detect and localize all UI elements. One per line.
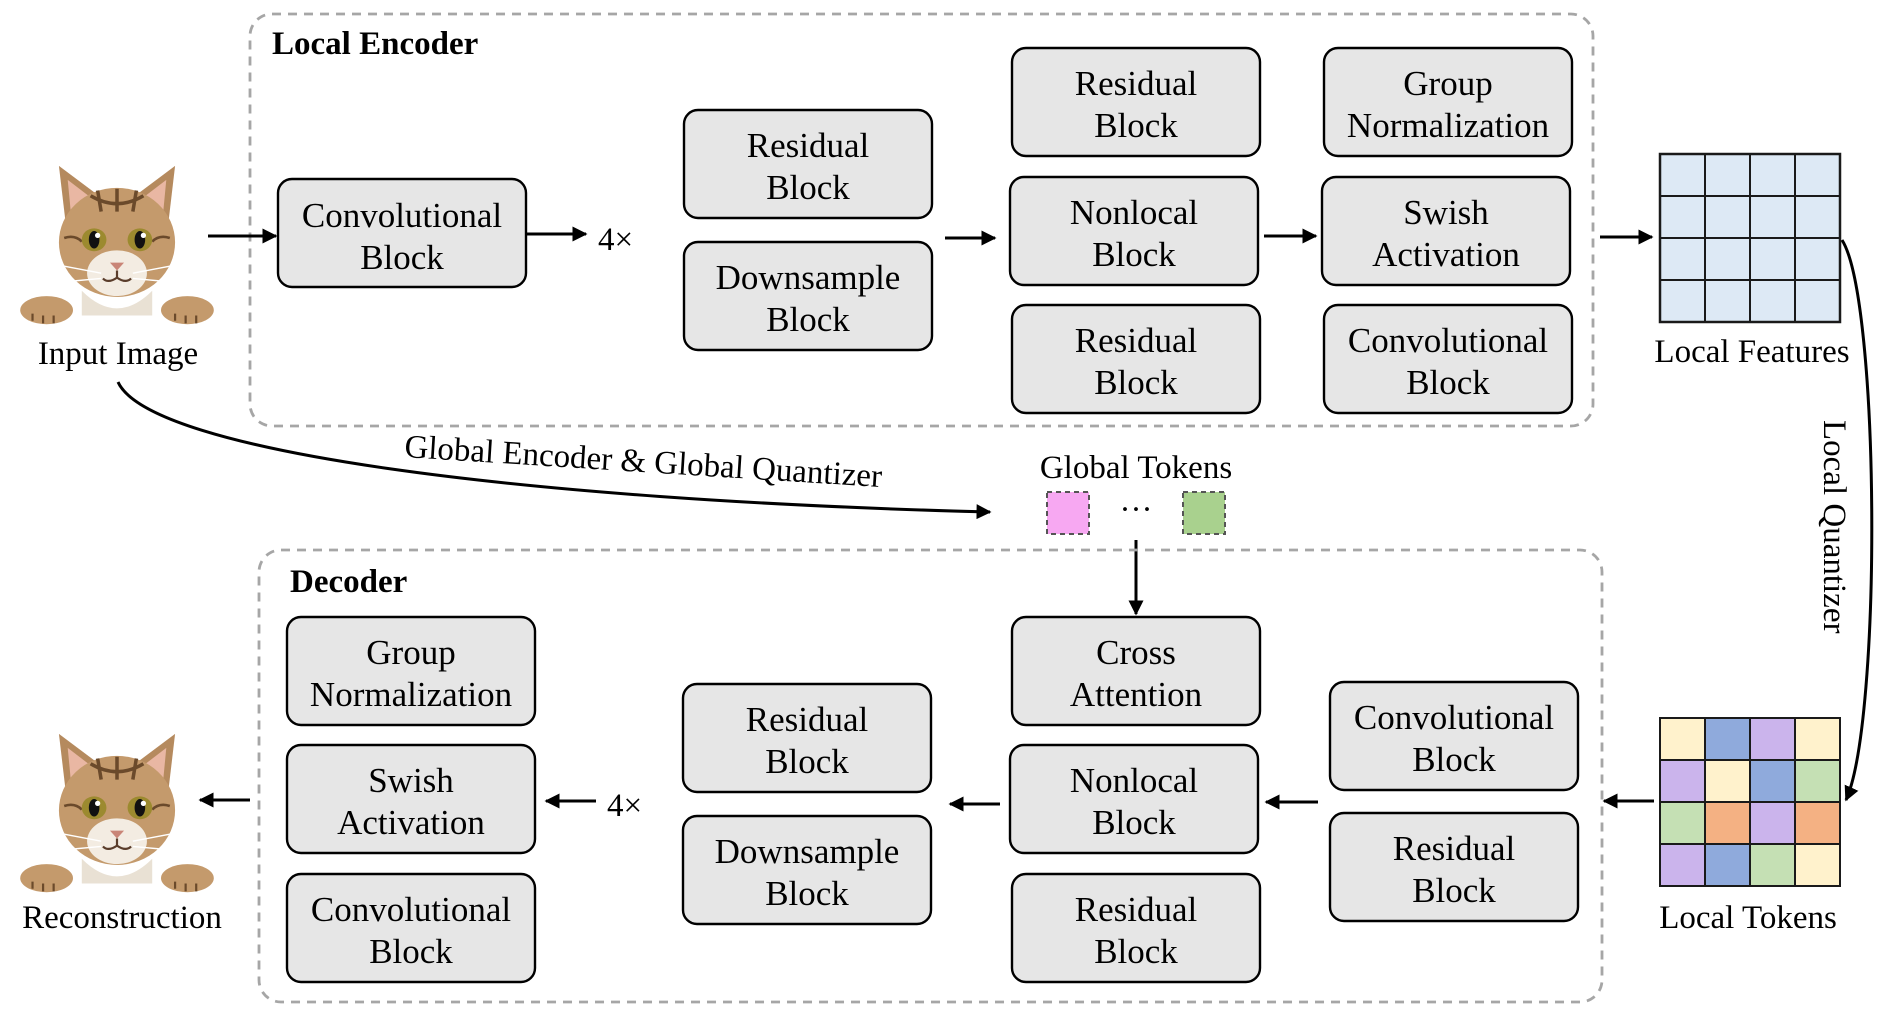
reconstruction-label: Reconstruction	[22, 900, 222, 936]
decoder-residual-block-in: Residual Block	[1328, 811, 1580, 923]
arrow-local-quantizer	[1840, 239, 1874, 802]
local-encoder-title: Local Encoder	[272, 26, 478, 62]
local-token-cell-purple	[1659, 843, 1706, 887]
decoder-nonlocal-block: Nonlocal Block	[1008, 743, 1260, 855]
local-token-cell-yellow	[1794, 717, 1841, 761]
encoder-swish-activation: Swish Activation	[1320, 175, 1572, 287]
decoder-title: Decoder	[290, 564, 407, 600]
local-token-cell-purple	[1659, 759, 1706, 803]
decoder-conv-block-out: Convolutional Block	[285, 872, 537, 984]
block-line-1: Convolutional	[1348, 321, 1549, 360]
local-features-label: Local Features	[1654, 334, 1849, 370]
block-line-2: Block	[1406, 363, 1490, 402]
global-tokens-ellipsis: ···	[1120, 492, 1153, 528]
block-line-2: Block	[1412, 871, 1496, 910]
arrow-global-encoder	[116, 381, 992, 520]
decoder-cross-attention: Cross Attention	[1010, 615, 1262, 727]
local-token-cell-green	[1659, 801, 1706, 845]
local-token-cell-blue	[1704, 843, 1751, 887]
decoder-conv-block-in: Convolutional Block	[1328, 680, 1580, 792]
local-token-cell-orange	[1704, 801, 1751, 845]
block-line-2: Block	[1412, 740, 1496, 779]
block-line-2: Block	[765, 742, 849, 781]
decoder-section	[257, 548, 1604, 1004]
global-tokens-label: Global Tokens	[1040, 450, 1232, 486]
local-token-cell-purple	[1749, 801, 1796, 845]
decoder-group-normalization: Group Normalization	[285, 615, 537, 727]
block-line-1: Swish	[1403, 193, 1489, 232]
decoder-residual-block-mid: Residual Block	[1010, 872, 1262, 984]
encoder-conv-block-out: Convolutional Block	[1322, 303, 1574, 415]
block-line-2: Normalization	[1347, 106, 1549, 145]
block-line-2: Block	[1094, 106, 1178, 145]
block-line-2: Attention	[1070, 675, 1202, 714]
block-line-2: Block	[1092, 235, 1176, 274]
block-line-1: Group	[366, 633, 455, 672]
block-line-1: Downsample	[715, 832, 900, 871]
encoder-residual-block-a: Residual Block	[682, 108, 934, 220]
global-token-pink	[1046, 491, 1090, 535]
local-token-cell-purple	[1749, 717, 1796, 761]
local-token-cell-blue	[1749, 759, 1796, 803]
reconstruction-cat-icon	[18, 731, 216, 894]
block-line-1: Nonlocal	[1070, 761, 1199, 800]
block-line-1: Residual	[1075, 321, 1198, 360]
encoder-nonlocal-block: Nonlocal Block	[1008, 175, 1260, 287]
block-line-2: Block	[766, 168, 850, 207]
block-line-2: Block	[765, 874, 849, 913]
block-line-2: Block	[369, 932, 453, 971]
block-line-2: Activation	[1372, 235, 1520, 274]
global-token-green	[1182, 491, 1226, 535]
block-line-1: Convolutional	[311, 890, 512, 929]
block-line-1: Group	[1403, 64, 1492, 103]
input-image-cat-icon	[18, 163, 216, 326]
encoder-residual-block-c: Residual Block	[1010, 303, 1262, 415]
block-line-2: Block	[1094, 363, 1178, 402]
block-line-1: Residual	[1075, 890, 1198, 929]
block-line-1: Residual	[747, 126, 870, 165]
global-path-label: Global Encoder & Global Quantizer	[403, 429, 883, 495]
block-line-1: Residual	[746, 700, 869, 739]
block-line-2: Normalization	[310, 675, 512, 714]
block-line-2: Activation	[337, 803, 485, 842]
block-line-2: Block	[1092, 803, 1176, 842]
block-line-1: Residual	[1393, 829, 1516, 868]
local-token-cell-green	[1749, 843, 1796, 887]
local-token-cell-yellow	[1794, 843, 1841, 887]
block-line-1: Nonlocal	[1070, 193, 1199, 232]
block-line-1: Cross	[1096, 633, 1176, 672]
local-encoder-section	[248, 12, 1595, 428]
block-line-2: Block	[360, 238, 444, 277]
encoder-residual-block-b: Residual Block	[1010, 46, 1262, 158]
local-token-cell-yellow	[1704, 759, 1751, 803]
decoder-swish-activation: Swish Activation	[285, 743, 537, 855]
encoder-conv-block-in: Convolutional Block	[276, 177, 528, 289]
local-features-grid	[1658, 152, 1842, 324]
input-image-label: Input Image	[38, 336, 198, 372]
block-line-1: Convolutional	[1354, 698, 1555, 737]
block-line-2: Block	[1094, 932, 1178, 971]
decoder-repeat-label: 4×	[607, 788, 642, 824]
local-tokens-label: Local Tokens	[1659, 900, 1837, 936]
block-line-1: Swish	[368, 761, 454, 800]
local-token-cell-yellow	[1659, 717, 1706, 761]
block-line-2: Block	[766, 300, 850, 339]
encoder-repeat-label: 4×	[598, 222, 633, 258]
local-token-cell-blue	[1704, 717, 1751, 761]
decoder-residual-block-up: Residual Block	[681, 682, 933, 794]
local-tokens-grid	[1659, 717, 1841, 887]
encoder-downsample-block: Downsample Block	[682, 240, 934, 352]
encoder-group-normalization: Group Normalization	[1322, 46, 1574, 158]
block-line-1: Residual	[1075, 64, 1198, 103]
block-line-1: Downsample	[716, 258, 901, 297]
decoder-downsample-block: Downsample Block	[681, 814, 933, 926]
local-token-cell-orange	[1794, 801, 1841, 845]
block-line-1: Convolutional	[302, 196, 503, 235]
local-quantizer-label: Local Quantizer	[1816, 420, 1852, 633]
local-token-cell-green	[1794, 759, 1841, 803]
